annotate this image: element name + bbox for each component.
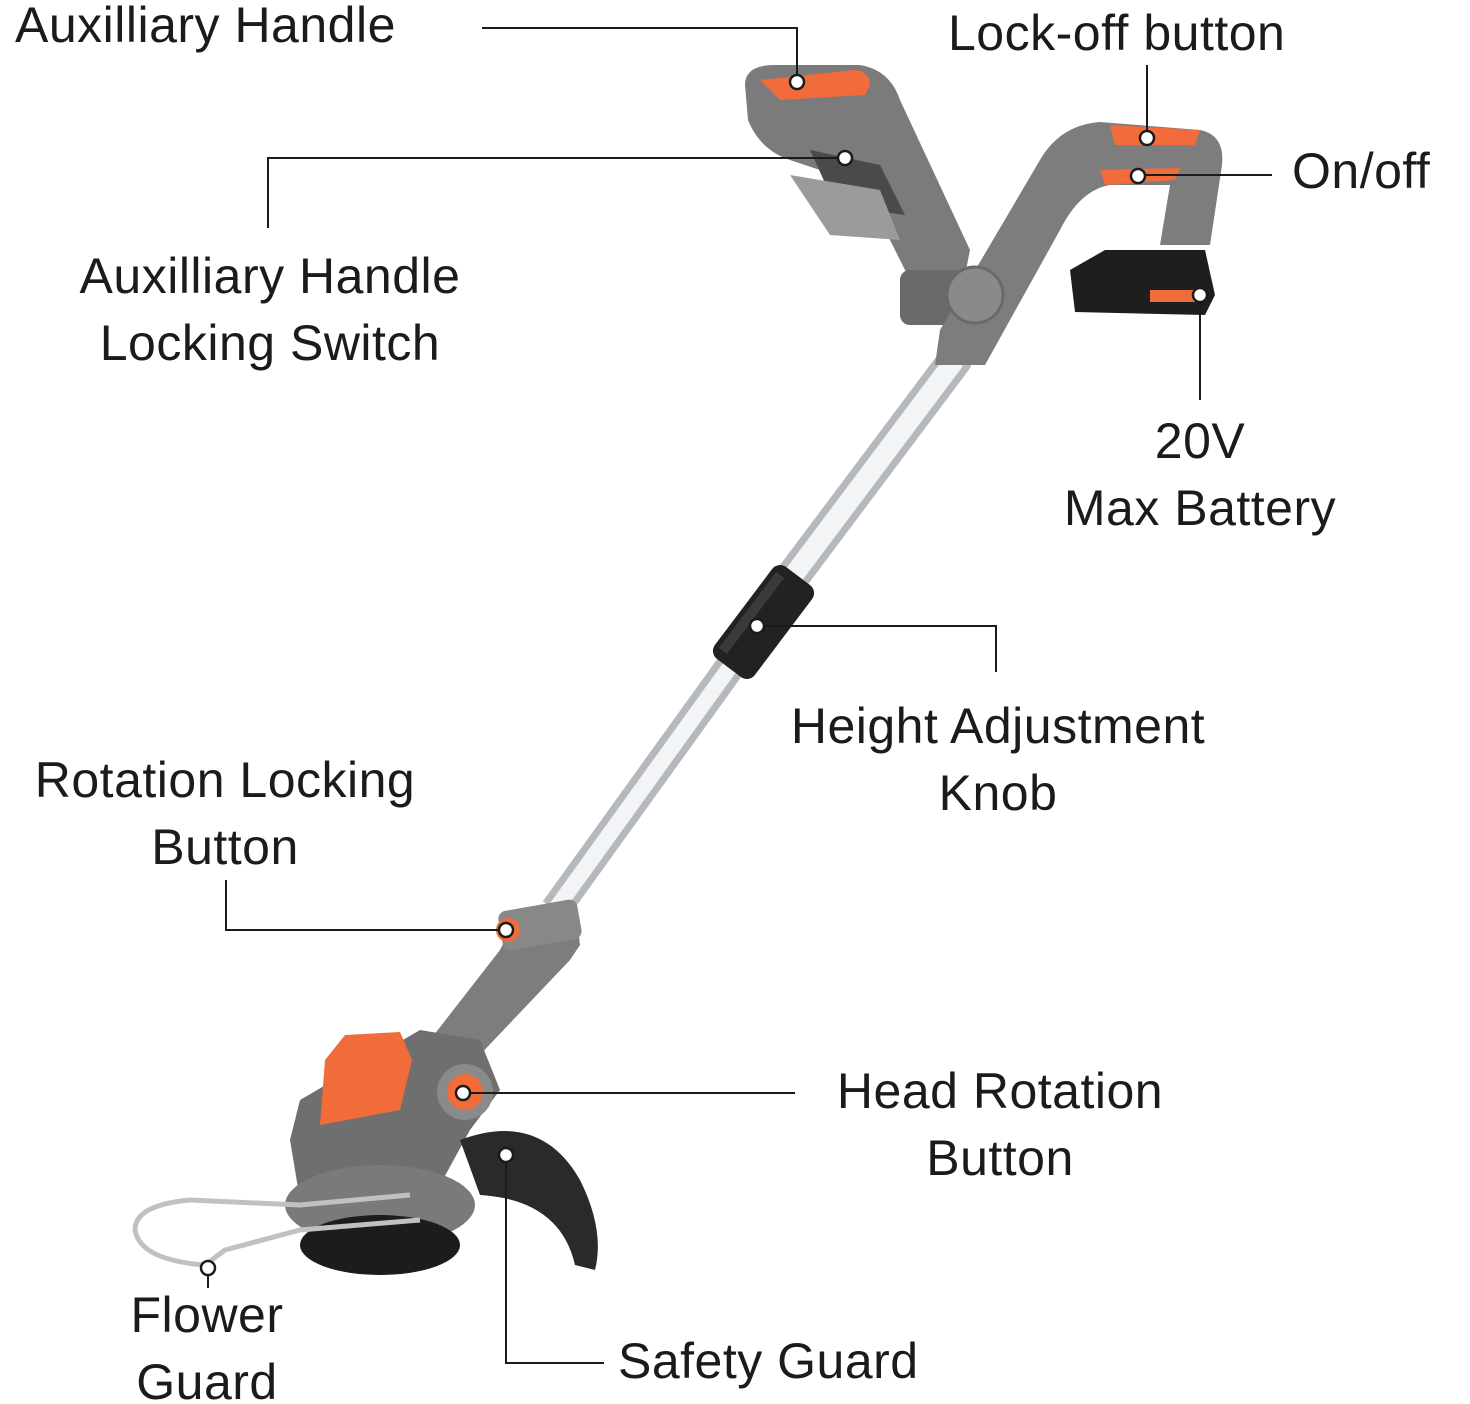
- label-line: Auxilliary Handle: [79, 248, 461, 304]
- label-line: Rotation Locking: [34, 752, 416, 808]
- label-line: Height Adjustment: [790, 698, 1206, 754]
- flower-guard: [132, 1192, 421, 1268]
- label-line: Max Battery: [1063, 480, 1337, 536]
- label-line: Button: [926, 1130, 1074, 1186]
- label-aux-handle-locking-switch: Auxilliary Handle Locking Switch: [80, 243, 461, 377]
- shaft: [542, 343, 972, 919]
- battery: [1070, 250, 1215, 315]
- label-line: Locking Switch: [99, 315, 441, 371]
- main-handle: [935, 122, 1223, 365]
- auxiliary-handle: [745, 65, 980, 325]
- label-battery: 20V Max Battery: [1064, 408, 1336, 542]
- label-safety-guard: Safety Guard: [618, 1333, 919, 1389]
- label-head-rotation-button: Head Rotation Button: [837, 1058, 1163, 1192]
- label-line: 20V: [1154, 413, 1246, 469]
- leader-lines: [207, 27, 1272, 1364]
- label-flower-guard: Flower Guard: [130, 1282, 283, 1404]
- leader-locking-switch: [267, 157, 845, 228]
- leader-dots: [199, 73, 1209, 1277]
- safety-guard: [460, 1131, 598, 1270]
- leader-rotation-locking: [225, 880, 506, 931]
- motor-tube: [430, 899, 582, 1060]
- label-line: Knob: [938, 765, 1058, 821]
- trimmer-head: [285, 1030, 500, 1275]
- label-line: Guard: [136, 1354, 278, 1404]
- label-rotation-locking-button: Rotation Locking Button: [35, 747, 415, 881]
- label-line: Flower: [130, 1287, 284, 1343]
- label-line: Button: [151, 819, 299, 875]
- leader-auxiliary-handle: [482, 27, 798, 82]
- label-on-off: On/off: [1292, 143, 1431, 199]
- leader-safety-guard: [505, 1155, 604, 1364]
- label-lock-off-button: Lock-off button: [948, 5, 1286, 61]
- label-height-adjustment-knob: Height Adjustment Knob: [791, 693, 1205, 827]
- label-auxiliary-handle: Auxilliary Handle: [15, 0, 396, 53]
- label-line: Head Rotation: [836, 1063, 1164, 1119]
- leader-height-knob: [757, 625, 997, 672]
